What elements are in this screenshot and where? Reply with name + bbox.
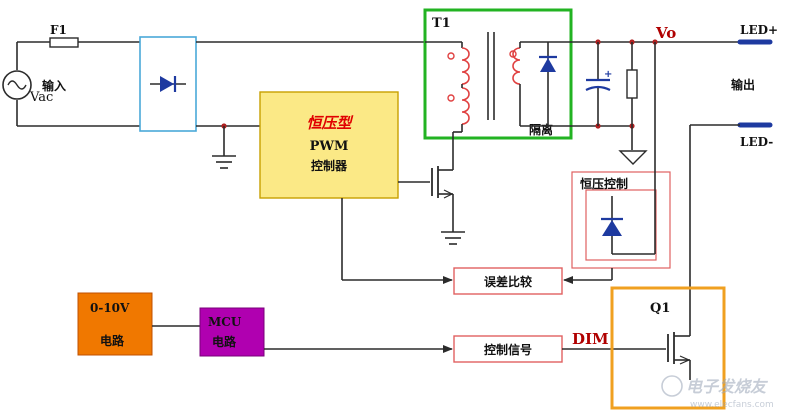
fuse-f1 — [49, 37, 79, 48]
output-diode — [539, 55, 557, 72]
isolation-label: 隔离 — [529, 122, 553, 137]
control-signal-label: 控制信号 — [484, 342, 532, 357]
led-plus-label: LED+ — [740, 23, 778, 37]
output-resistor — [626, 42, 638, 126]
input-label: 输入 — [42, 78, 66, 93]
led-minus-label: LED- — [740, 135, 773, 149]
vo-label: Vo — [655, 24, 676, 42]
output-capacitor: + — [585, 42, 612, 126]
control-signal-box — [453, 335, 563, 363]
pwm-mosfet — [398, 166, 454, 226]
box-0-10v — [77, 292, 153, 356]
controller-label: 控制器 — [311, 158, 348, 173]
q1-mosfet — [667, 325, 691, 380]
error-compare-box — [453, 267, 563, 295]
ground-symbol-1 — [212, 150, 236, 169]
mcu-box — [199, 307, 265, 357]
error-compare-label: 误差比较 — [484, 274, 532, 289]
circuit-label-2: 电路 — [212, 334, 237, 349]
transformer-label: T1 — [432, 16, 451, 31]
mcu-label: MCU — [208, 315, 242, 329]
q1-box — [610, 286, 726, 410]
pwm-label: PWM — [310, 139, 349, 154]
cv-type-label: 恒压型 — [306, 114, 353, 132]
zener-diode — [601, 150, 656, 255]
vac-label: Vac — [29, 90, 53, 105]
q1-label: Q1 — [650, 301, 670, 316]
fuse-label: F1 — [50, 23, 67, 37]
cv-control-label: 恒压控制 — [580, 176, 628, 191]
svg-text:+: + — [604, 69, 612, 80]
circuit-label-1: 电路 — [100, 333, 125, 348]
watermark: 电子发烧友 www.elecfans.com — [661, 375, 774, 410]
feedback-triangle — [618, 150, 648, 165]
dim-label: DIM — [572, 330, 609, 348]
watermark-text: 电子发烧友 — [686, 377, 769, 396]
pwm-controller-box — [259, 91, 399, 199]
range-label: 0-10V — [90, 301, 130, 315]
ac-source — [2, 42, 32, 126]
bridge-rectifier — [139, 36, 197, 132]
isolation-box — [423, 8, 573, 140]
output-label: 输出 — [731, 77, 755, 92]
transformer-primary — [425, 41, 470, 170]
ground-symbol-2 — [441, 226, 465, 245]
watermark-url: www.elecfans.com — [690, 400, 774, 410]
